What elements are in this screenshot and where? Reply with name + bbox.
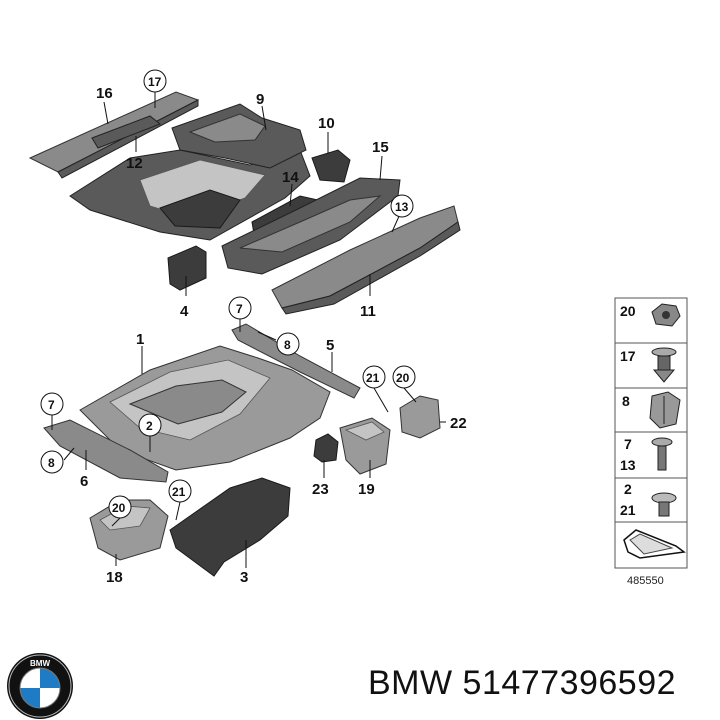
part-4-block [167,245,207,291]
hardware-legend: 20 17 8 7 13 2 21 [614,297,688,587]
callout-14: 14 [282,169,299,186]
legend-label-2: 2 [624,481,632,497]
callout-21-upper: 21 [366,371,380,385]
part-23-block [313,433,339,463]
callout-18: 18 [106,569,123,586]
reference-number: 485550 [627,575,664,587]
clip-icon [651,347,677,383]
nut-icon [651,303,681,327]
legend-label-17: 17 [620,348,636,364]
legend-label-8: 8 [622,393,630,409]
lower-assembly [43,323,441,577]
callout-22: 22 [450,415,467,432]
callout-7-upper: 7 [236,302,243,316]
bmw-logo-letters: BMW [30,659,50,668]
expanding-rivet-icon [649,391,681,429]
part-22-bracket [399,395,441,439]
callouts: 16 17 9 10 15 12 14 13 4 11 1 7 8 5 7 8 … [40,69,467,586]
screw-icon [651,437,673,471]
callout-21-lower: 21 [172,485,186,499]
callout-23: 23 [312,481,329,498]
legend-label-13: 13 [620,457,636,473]
callout-20-lower: 20 [112,501,126,515]
legend-label-20: 20 [620,303,636,319]
callout-6: 6 [80,473,88,490]
callout-8-upper: 8 [284,338,291,352]
part-10-bracket [311,149,351,183]
bmw-roundel-icon: BMW [7,653,73,719]
callout-20-upper: 20 [396,371,410,385]
callout-17: 17 [148,75,162,89]
push-clip-icon [651,492,677,517]
callout-11: 11 [360,303,376,320]
callout-19: 19 [358,481,375,498]
callout-12: 12 [126,155,143,172]
part-3-cover [169,477,291,577]
legend-label-21: 21 [620,502,636,518]
mat-arrow-icon [623,529,686,559]
part-12-strip [91,115,161,149]
leader-lines [51,90,446,568]
callout-1: 1 [136,331,144,348]
callout-2: 2 [146,419,153,433]
callout-4: 4 [180,303,189,320]
callout-15: 15 [372,139,389,156]
callout-8-lower: 8 [48,456,55,470]
callout-16: 16 [96,85,113,102]
upper-assembly [28,91,461,315]
brand-part-number: BMW 51477396592 [368,664,677,702]
callout-13: 13 [395,200,409,214]
legend-label-7: 7 [624,436,632,452]
callout-5: 5 [326,337,334,354]
part-6-strip [43,419,169,483]
part-5-strip [231,323,361,399]
callout-10: 10 [318,115,335,132]
callout-9: 9 [256,91,264,108]
callout-3: 3 [240,569,248,586]
callout-7-lower: 7 [48,398,55,412]
